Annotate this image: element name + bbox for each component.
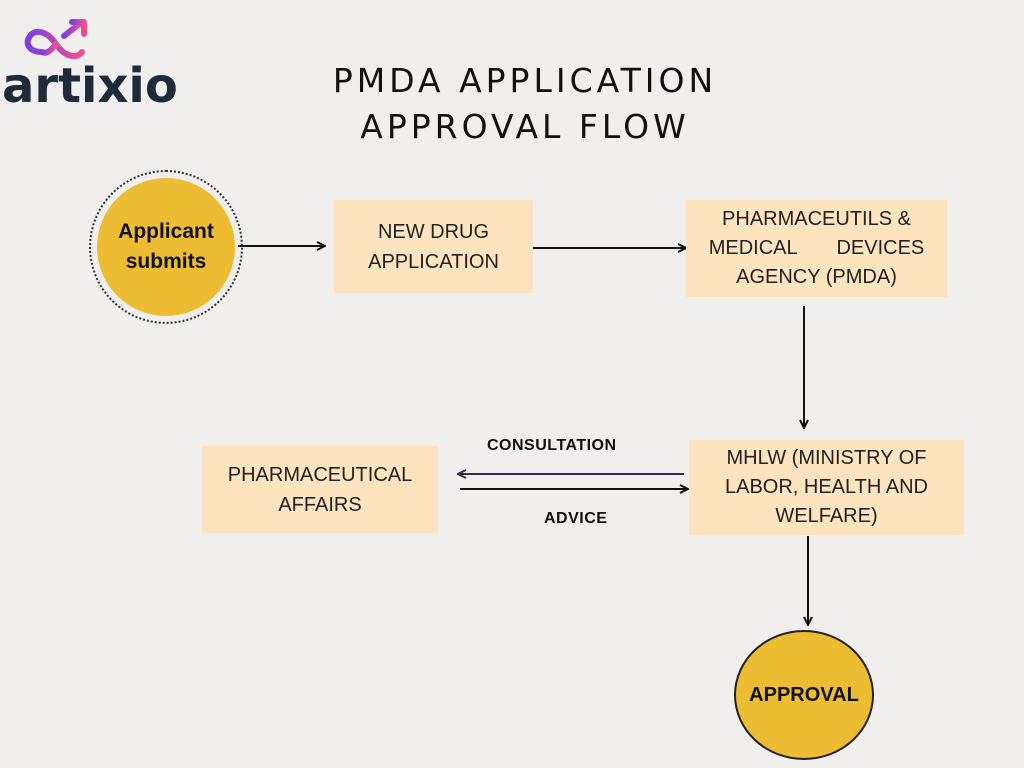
applicant-node: Applicant submits <box>97 178 235 316</box>
new-drug-line-1: NEW DRUG <box>377 220 490 243</box>
brand-logo: artixio <box>0 18 178 110</box>
new-drug-application-box: NEW DRUG APPLICATION <box>334 200 533 293</box>
new-drug-line-2: APPLICATION <box>368 250 499 273</box>
mhlw-line-3: WELFARE) <box>775 505 878 527</box>
applicant-line-1: Applicant <box>118 220 214 243</box>
pharmaceutical-affairs-box: PHARMACEUTICAL AFFAIRS <box>202 446 438 533</box>
applicant-ring <box>89 170 243 324</box>
pmda-line-3: AGENCY (PMDA) <box>736 266 897 288</box>
approval-label: APPROVAL <box>749 683 859 706</box>
pharma-affairs-line-1: PHARMACEUTICAL <box>227 463 413 486</box>
approval-node: APPROVAL <box>734 630 874 760</box>
logo-text: artixio <box>2 58 178 114</box>
pmda-line-1: PHARMACEUTILS & <box>722 208 911 230</box>
consultation-label: CONSULTATION <box>487 437 617 454</box>
mhlw-line-1: MHLW (MINISTRY OF <box>726 447 927 469</box>
title-line-1: PMDA APPLICATION <box>332 61 718 100</box>
pmda-box: PHARMACEUTILS & MEDICAL DEVICES AGENCY (… <box>686 200 947 297</box>
pmda-line-2: MEDICAL DEVICES <box>708 237 925 259</box>
mhlw-line-2: LABOR, HEALTH AND <box>724 476 929 498</box>
page-title: PMDA APPLICATION APPROVAL FLOW <box>250 58 800 150</box>
advice-label: ADVICE <box>544 510 608 527</box>
infinity-logo-icon <box>24 19 87 60</box>
pharma-affairs-line-2: AFFAIRS <box>278 493 362 516</box>
title-line-2: APPROVAL FLOW <box>360 107 690 146</box>
mhlw-box: MHLW (MINISTRY OF LABOR, HEALTH AND WELF… <box>689 440 964 535</box>
applicant-line-2: submits <box>125 250 207 273</box>
